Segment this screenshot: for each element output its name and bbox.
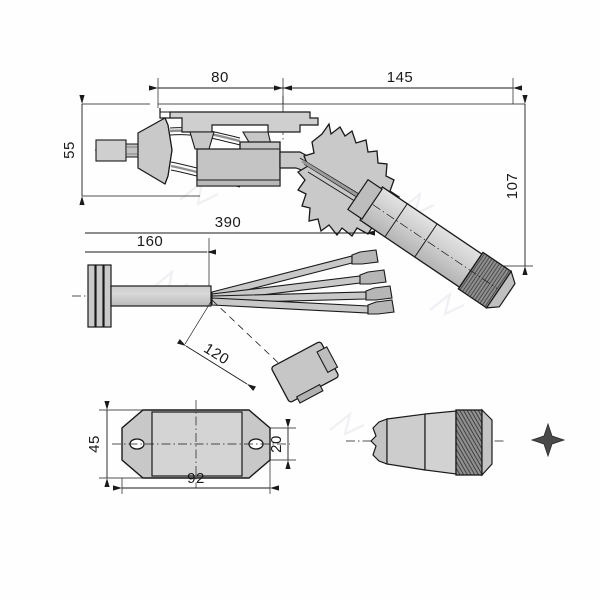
dimension-45: 45 [86,401,150,487]
dimension-92-text: 92 [187,470,205,487]
branch-connector-block [271,341,339,404]
dimension-120-text: 120 [201,340,233,368]
dimension-390-text: 390 [215,214,242,231]
bottom-right-plug-view [346,408,566,477]
barrel-collar [347,178,383,220]
top-view: 80 145 55 107 [61,69,533,309]
cable-jacket [110,285,212,307]
dimension-80-text: 80 [211,69,229,86]
barrel-assembly [359,186,516,309]
cable-entry-flange [137,117,173,185]
dimension-145-text: 145 [387,69,414,86]
dimension-107: 107 [470,95,533,275]
watermark [149,179,465,436]
top-mount-flange [159,108,319,133]
dimension-20: 20 [268,419,296,469]
dimension-160: 160 [85,233,216,300]
left-stub [95,139,139,162]
dimension-80: 80 [149,69,292,91]
cable-end-flange [87,264,112,328]
dimension-55: 55 [61,95,200,205]
dimension-160-text: 160 [137,233,164,250]
plate-centrelines [112,400,290,488]
crosshair-icon [530,422,566,458]
dimension-107-text: 107 [504,173,521,200]
dimension-45-text: 45 [86,435,103,453]
plug-body [386,410,457,475]
dimension-55-text: 55 [61,141,78,159]
plug-knurled-collar [455,408,493,477]
spade-terminals [351,249,395,315]
main-housing-block [196,141,281,187]
bottom-left-plate-view: 45 92 20 [86,400,296,494]
middle-view: 390 160 [72,214,395,404]
top-extension-lines [157,78,514,112]
plug-nose [370,418,388,465]
dimension-92: 92 [113,460,279,494]
branch-wires [211,249,395,315]
dimension-145: 145 [274,69,522,91]
dimension-390: 390 [85,214,375,236]
dimension-20-text: 20 [268,435,285,453]
